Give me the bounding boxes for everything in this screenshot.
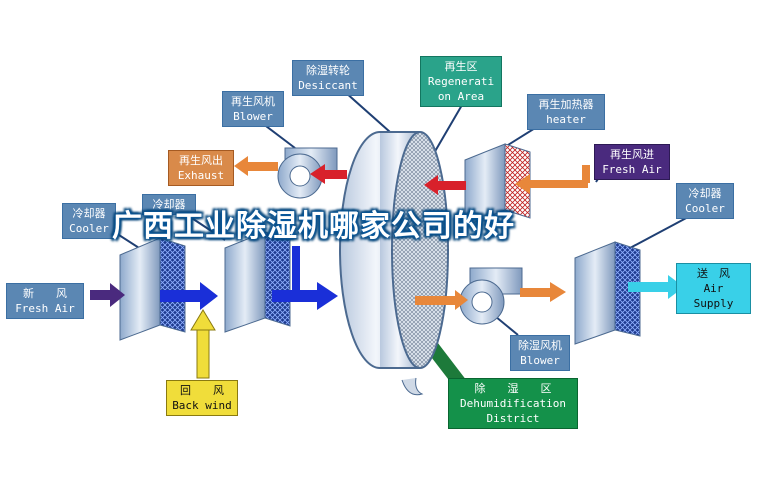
label-cooler-left: 冷却器 Cooler <box>62 203 116 239</box>
label-regeneration-area: 再生区 Regenerati on Area <box>420 56 502 107</box>
label-cooler-mid: 冷却器 <box>142 194 196 215</box>
regen-in-arrow <box>515 165 590 194</box>
regen-hot-arrow <box>424 175 466 195</box>
process-air-arrow-2 <box>272 282 338 310</box>
label-exhaust: 再生风出 Exhaust <box>168 150 234 186</box>
regen-wet-arrow <box>310 164 347 184</box>
dehum-out-arrow <box>520 282 566 302</box>
label-fresh-air: 新 风 Fresh Air <box>6 283 84 319</box>
exhaust-arrow <box>234 156 278 176</box>
dehum-air-arrow <box>415 290 468 310</box>
label-regen-fresh-air: 再生风进 Fresh Air <box>594 144 670 180</box>
label-desiccant: 除湿转轮 Desiccant <box>292 60 364 96</box>
process-air-down-arrow <box>292 246 300 290</box>
label-regen-heater: 再生加热器 heater <box>527 94 605 130</box>
label-dehum-district: 除 湿 区 Dehumidification District <box>448 378 578 429</box>
label-dehum-blower: 除湿风机 Blower <box>510 335 570 371</box>
cooler-coil-right <box>574 241 641 345</box>
process-air-arrow-1 <box>160 282 218 310</box>
cooler-coil-left <box>119 237 186 341</box>
back-wind-arrow <box>190 309 216 379</box>
label-back-wind: 回 风 Back wind <box>166 380 238 416</box>
dehum-blower-fan <box>459 267 523 325</box>
label-supply-air: 送 风 Air Supply <box>676 263 751 314</box>
overlay-title: 广西工业除湿机哪家公司的好 <box>112 209 515 244</box>
regen-heater-unit <box>464 143 531 227</box>
label-regen-blower: 再生风机 Blower <box>222 91 284 127</box>
label-cooler-right: 冷却器 Cooler <box>676 183 734 219</box>
desiccant-wheel <box>339 131 449 396</box>
regen-blower-fan <box>277 147 338 199</box>
fresh-air-arrow <box>90 283 125 307</box>
cooler-coil-mid <box>224 231 291 333</box>
